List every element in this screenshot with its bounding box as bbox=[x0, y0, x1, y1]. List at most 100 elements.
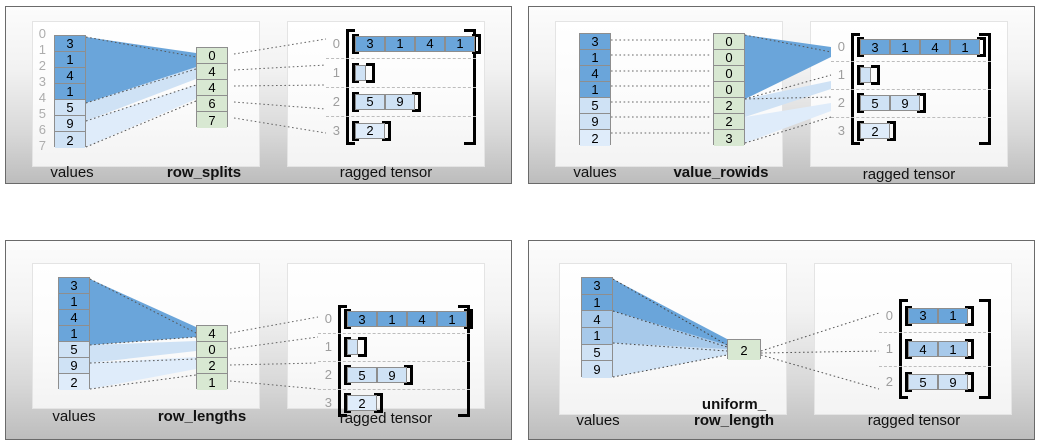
tensor-row-bracket-right bbox=[983, 37, 986, 57]
tensor-row-bracket-left-top bbox=[344, 365, 351, 368]
tensor-outer-bracket-right-bottom bbox=[458, 414, 467, 417]
values-cell: 3 bbox=[582, 278, 612, 295]
tensor-row-bracket-left-top bbox=[857, 65, 864, 68]
tensor-row-bracket-right-top bbox=[965, 372, 974, 376]
tensor-cell: 9 bbox=[938, 374, 968, 391]
values-cell: 3 bbox=[59, 278, 89, 294]
encoding-cell: 2 bbox=[714, 114, 744, 130]
tensor-row-label: 2 bbox=[837, 95, 845, 110]
tensor-outer-bracket-left-bottom bbox=[346, 142, 355, 145]
panel-value-rowids-tensor-label: ragged tensor bbox=[862, 166, 956, 183]
tensor-row-label: 3 bbox=[837, 123, 845, 138]
tensor-empty-cell bbox=[860, 67, 871, 83]
tensor-outer-bracket-right-bottom bbox=[464, 142, 473, 145]
tensor-row-bracket-right-bottom bbox=[887, 138, 896, 141]
tensor-row-bracket-left-top bbox=[344, 393, 351, 396]
tensor-row-separator bbox=[326, 58, 476, 59]
tensor-row-bracket-right-top bbox=[977, 37, 986, 40]
values-cell: 5 bbox=[582, 344, 612, 362]
panel-uniform-row-length-values-label: values bbox=[576, 412, 620, 429]
tensor-row-bracket-right-bottom bbox=[358, 354, 367, 357]
tensor-row-bracket-right-bottom bbox=[965, 322, 974, 326]
tensor-row-bracket-left-top bbox=[905, 372, 912, 376]
values-cell: 1 bbox=[580, 82, 610, 98]
values-cell: 9 bbox=[582, 361, 612, 378]
tensor-row-separator bbox=[318, 389, 470, 390]
tensor-row-bracket-right-top bbox=[464, 309, 473, 312]
value-index-label: 7 bbox=[38, 138, 46, 153]
tensor-row-bracket-right-bottom bbox=[374, 410, 383, 413]
tensor-cell: 1 bbox=[377, 311, 407, 327]
tensor-row-bracket-right-top bbox=[871, 65, 880, 68]
encoding-cell: 0 bbox=[714, 82, 744, 98]
tensor-row-label: 1 bbox=[324, 339, 332, 354]
tensor-cell: 9 bbox=[385, 93, 415, 110]
tensor-row-bracket-right-bottom bbox=[965, 389, 974, 393]
panel-value-rowids-values-label: values bbox=[573, 164, 617, 181]
tensor-row-label: 3 bbox=[332, 122, 340, 138]
tensor-row-bracket-left bbox=[352, 62, 355, 83]
tensor-cell: 2 bbox=[860, 123, 890, 139]
tensor-cell: 5 bbox=[355, 93, 385, 110]
encoding-cell: 0 bbox=[714, 50, 744, 66]
encoding-cell: 7 bbox=[197, 112, 227, 128]
tensor-outer-bracket-left-bottom bbox=[338, 414, 347, 417]
tensor-cell: 3 bbox=[347, 311, 377, 327]
tensor-row-bracket-left-bottom bbox=[857, 138, 864, 141]
tensor-outer-bracket-left bbox=[899, 299, 902, 399]
encoding-cell: 4 bbox=[197, 80, 227, 96]
values-cell: 4 bbox=[59, 310, 89, 326]
tensor-row-bracket-left-top bbox=[905, 305, 912, 309]
tensor-row-bracket-left-bottom bbox=[905, 389, 912, 393]
tensor-row-bracket-left-top bbox=[857, 121, 864, 124]
tensor-row-separator bbox=[318, 333, 470, 334]
encoding-cell: 4 bbox=[197, 64, 227, 80]
tensor-row-bracket-left-bottom bbox=[905, 356, 912, 359]
tensor-row-label: 2 bbox=[332, 93, 340, 109]
values-cell: 4 bbox=[580, 66, 610, 82]
tensor-row-bracket-right-top bbox=[404, 365, 413, 368]
tensor-row-bracket-left bbox=[352, 33, 355, 54]
tensor-row-bracket-left-top bbox=[857, 37, 864, 40]
tensor-cell: 1 bbox=[385, 35, 415, 52]
tensor-outer-bracket-right-bottom bbox=[979, 142, 988, 145]
tensor-row-separator bbox=[326, 116, 476, 117]
tensor-cell: 9 bbox=[377, 367, 407, 383]
tensor-row-bracket-right-top bbox=[358, 337, 367, 340]
tensor-cell: 1 bbox=[950, 39, 980, 55]
tensor-row-bracket-left-top bbox=[905, 339, 912, 342]
tensor-row-bracket-right-bottom bbox=[464, 326, 473, 329]
tensor-row-bracket-left bbox=[857, 37, 860, 57]
tensor-row-bracket-left-bottom bbox=[344, 382, 351, 385]
tensor-row-bracket-left-bottom bbox=[857, 54, 864, 57]
tensor-row-bracket-right-top bbox=[965, 305, 974, 309]
values-cell: 1 bbox=[582, 294, 612, 312]
tensor-row-bracket-right bbox=[971, 372, 974, 393]
tensor-row-bracket-right bbox=[470, 309, 473, 329]
tensor-outer-bracket-right-top bbox=[979, 299, 988, 302]
tensor-row-bracket-left-bottom bbox=[352, 79, 359, 83]
encoding-cell: 0 bbox=[197, 48, 227, 64]
tensor-row-bracket-right-top bbox=[412, 91, 421, 95]
tensor-row-bracket-left-bottom bbox=[352, 137, 359, 141]
tensor-row-bracket-left bbox=[352, 120, 355, 141]
values-cell: 1 bbox=[59, 326, 89, 342]
tensor-row-bracket-right-bottom bbox=[366, 79, 375, 83]
tensor-outer-bracket-left-top bbox=[899, 299, 908, 302]
tensor-cell: 1 bbox=[938, 341, 968, 357]
tensor-row-label: 2 bbox=[885, 374, 893, 390]
tensor-row-bracket-right bbox=[971, 339, 974, 359]
values-cell: 1 bbox=[582, 327, 612, 345]
tensor-cell: 5 bbox=[908, 374, 938, 391]
tensor-row-bracket-left-top bbox=[344, 309, 351, 312]
tensor-empty-cell bbox=[355, 64, 366, 81]
tensor-row-separator bbox=[879, 332, 991, 334]
values-cell: 4 bbox=[582, 311, 612, 328]
tensor-row-bracket-right bbox=[877, 65, 880, 85]
tensor-row-bracket-left-bottom bbox=[352, 50, 359, 54]
tensor-cell: 1 bbox=[445, 35, 475, 52]
